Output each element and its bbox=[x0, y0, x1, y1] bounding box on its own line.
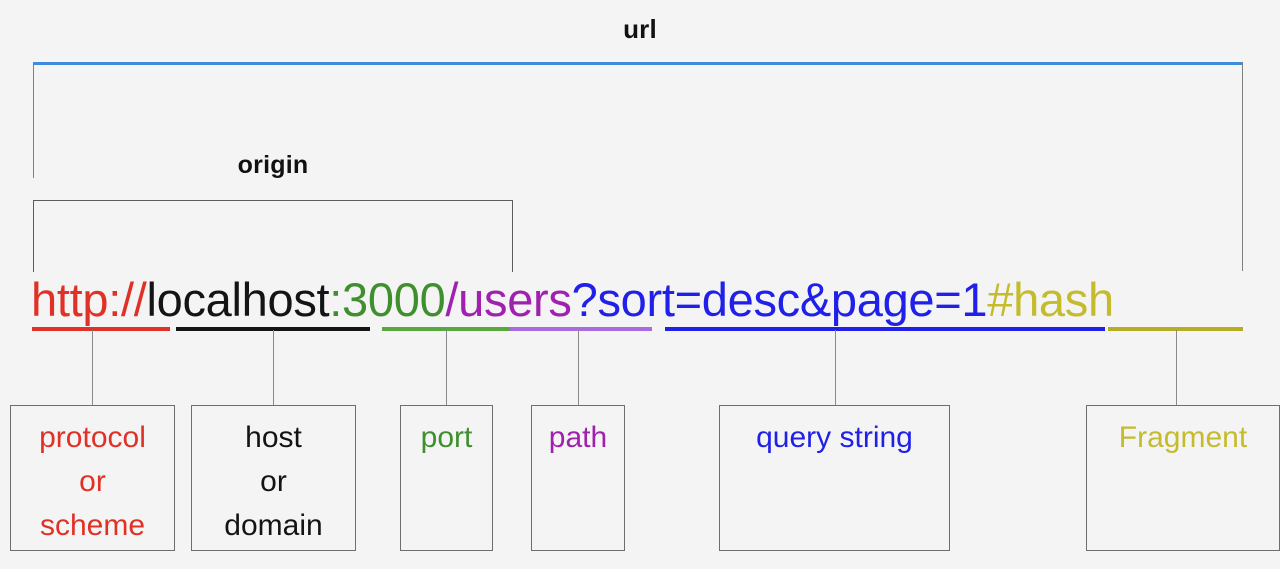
url-segment-fragment: #hash bbox=[987, 273, 1114, 326]
url-bracket-top-line bbox=[33, 62, 1243, 65]
connector-query bbox=[835, 330, 836, 405]
underline-path bbox=[510, 327, 652, 331]
url-segment-path: /users bbox=[445, 273, 572, 326]
url-segment-protocol: http:// bbox=[31, 273, 147, 326]
underline-protocol bbox=[32, 327, 170, 331]
underline-host bbox=[176, 327, 370, 331]
origin-bracket-top-line bbox=[33, 200, 512, 201]
url-string: http://localhost:3000/users?sort=desc&pa… bbox=[31, 274, 1114, 326]
url-segment-port: :3000 bbox=[329, 273, 446, 326]
connector-fragment bbox=[1176, 330, 1177, 405]
underline-query bbox=[665, 327, 1105, 331]
url-segment-host: localhost bbox=[146, 273, 330, 326]
origin-bracket-left-stem bbox=[33, 200, 34, 272]
connector-path bbox=[578, 330, 579, 405]
connector-host bbox=[273, 330, 274, 405]
underline-port bbox=[382, 327, 510, 331]
connector-protocol bbox=[92, 330, 93, 405]
underline-fragment bbox=[1108, 327, 1243, 331]
url-segment-query: ?sort=desc&page=1 bbox=[571, 273, 988, 326]
label-box-query-string: query string bbox=[719, 405, 950, 551]
origin-bracket-label: origin bbox=[237, 151, 309, 179]
label-box-fragment: Fragment bbox=[1086, 405, 1280, 551]
label-box-path: path bbox=[531, 405, 625, 551]
connector-port bbox=[446, 330, 447, 405]
origin-bracket-right-stem bbox=[512, 200, 513, 272]
url-bracket-left-stem bbox=[33, 62, 34, 178]
url-bracket-right-stem bbox=[1242, 62, 1243, 271]
label-box-port: port bbox=[400, 405, 493, 551]
url-bracket-label: url bbox=[623, 14, 657, 44]
